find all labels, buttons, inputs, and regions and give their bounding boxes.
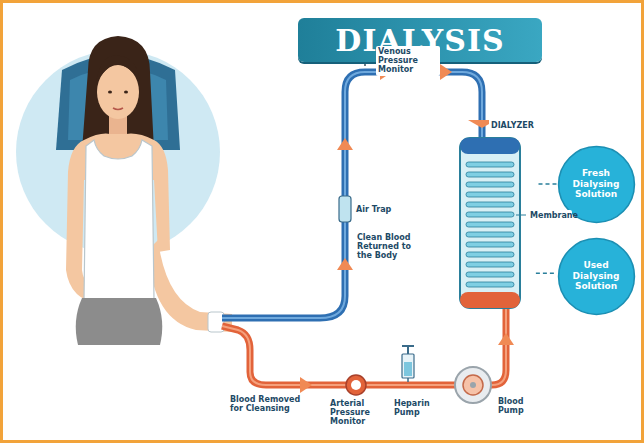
blood-pump: [455, 367, 491, 403]
solution-label: Fresh Dialysing Solution: [566, 168, 626, 200]
part-label: Clean Blood Returned to the Body: [355, 232, 417, 262]
fringe: [96, 56, 140, 84]
part-label: Venous Pressure Monitor: [376, 46, 440, 76]
face: [97, 65, 139, 119]
venous-tube-shine: [222, 72, 482, 318]
part-label: Air Trap: [354, 204, 398, 215]
arterial-gauge: [346, 375, 366, 395]
dialyzer-heading: DIALYZER: [489, 120, 536, 131]
dialysate-line: [536, 183, 557, 185]
part-label: Membrane: [528, 210, 572, 221]
dialyzer-cylinder: [455, 120, 536, 310]
air-trap: [339, 196, 351, 222]
part-label: Blood Pump: [496, 396, 540, 416]
pants: [76, 298, 163, 345]
dialysate-line: [536, 273, 557, 275]
solution-circle: Used Dialysing Solution: [557, 237, 636, 316]
solution-label: Used Dialysing Solution: [566, 260, 626, 292]
part-label: Blood Removed for Cleansing: [228, 394, 314, 414]
tank-top: [84, 140, 154, 300]
part-label: Arterial Pressure Monitor: [328, 398, 388, 428]
venous-tube: [222, 72, 482, 318]
heparin-syringe: [402, 354, 414, 378]
part-label: Heparin Pump: [392, 398, 440, 418]
dialyzer-unit: DIALYZER: [455, 120, 536, 310]
